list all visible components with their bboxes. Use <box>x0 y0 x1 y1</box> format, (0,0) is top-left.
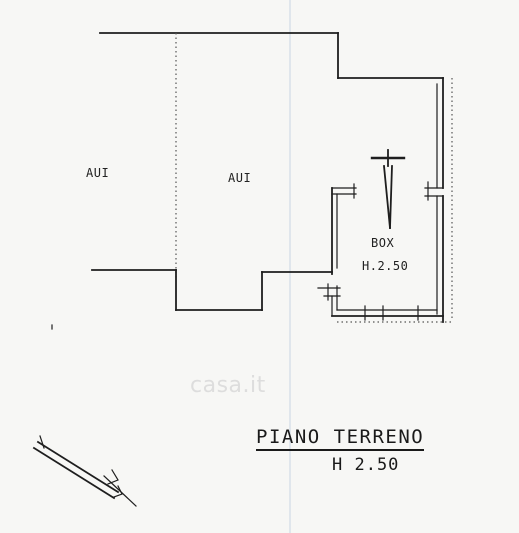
floor-title: PIANO TERRENO <box>256 426 425 451</box>
box-height-label: H.2.50 <box>362 259 409 273</box>
light-fixture-icon <box>370 149 406 229</box>
watermark: casa.it <box>190 373 266 398</box>
north-arrow-icon <box>32 435 137 507</box>
box-label: BOX <box>371 236 395 250</box>
room-label-middle: AUI <box>228 171 252 185</box>
title-block: PIANO TERRENO H 2.50 <box>256 426 476 475</box>
floor-height: H 2.50 <box>332 455 400 475</box>
room-label-left: AUI <box>86 166 110 180</box>
plan-walls <box>91 32 453 323</box>
